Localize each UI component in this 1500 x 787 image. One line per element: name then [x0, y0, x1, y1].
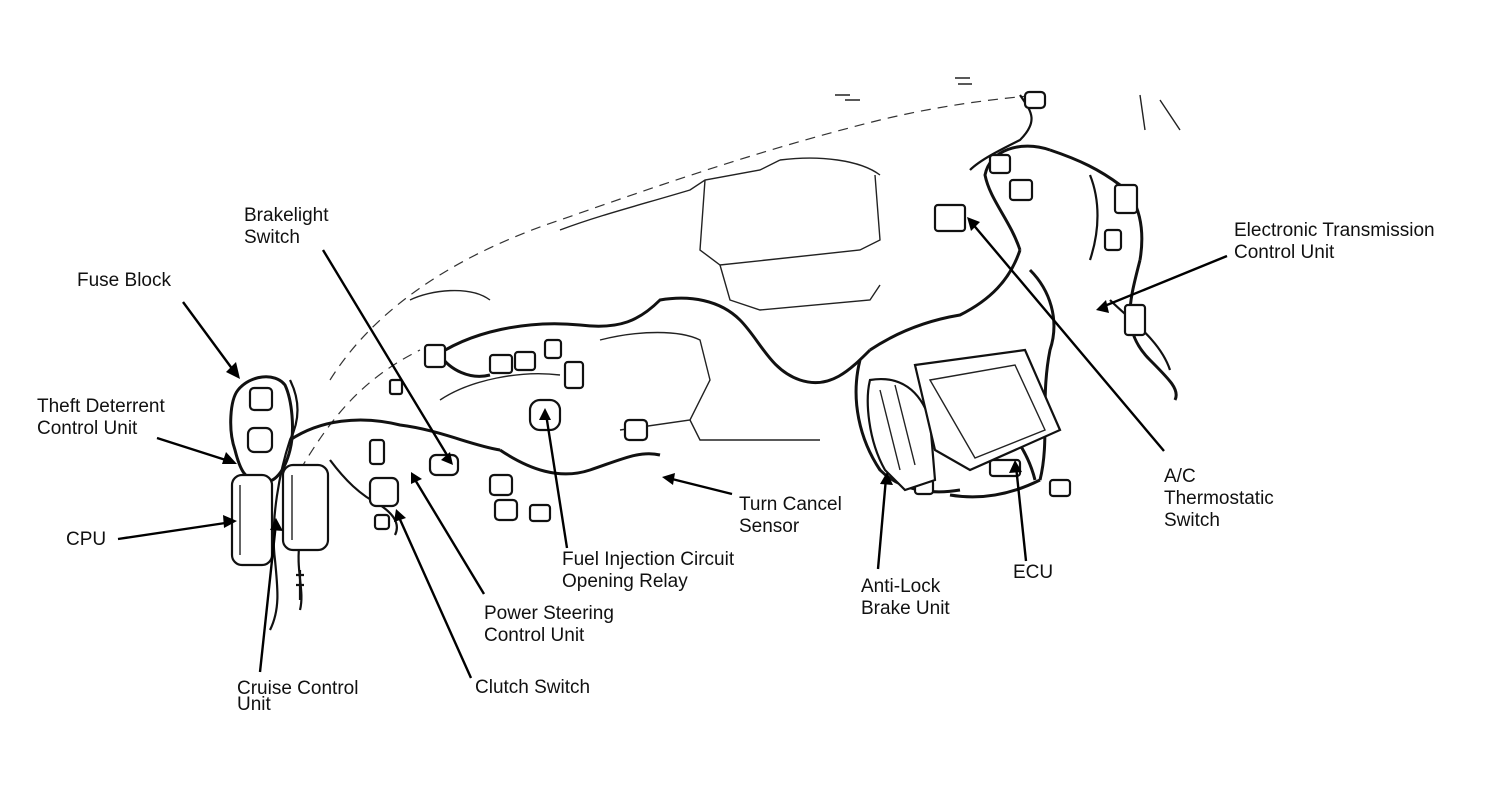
label-brakelight-line2: Switch	[244, 227, 300, 248]
dashboard-outline	[299, 77, 1181, 471]
label-power-steering-line2: Control Unit	[484, 625, 585, 646]
center-modules	[866, 348, 1062, 492]
label-etcu-line2: Control Unit	[1234, 242, 1335, 263]
label-power-steering-line1: Power Steering	[484, 603, 614, 624]
label-ac-thermostatic-line3: Switch	[1164, 510, 1220, 531]
leader-lines	[117, 221, 1228, 679]
label-ecu: ECU	[1013, 562, 1054, 583]
label-brakelight-line1: Brakelight	[244, 205, 329, 226]
label-clutch-switch: Clutch Switch	[475, 677, 591, 698]
label-cpu: CPU	[66, 529, 107, 550]
label-etcu-line1: Electronic Transmission	[1234, 220, 1435, 241]
label-fuel-injection-line2: Opening Relay	[562, 571, 688, 592]
label-theft-deterrent-line2: Control Unit	[37, 418, 138, 439]
label-turn-cancel-line2: Sensor	[739, 516, 800, 537]
connectors	[368, 90, 1147, 523]
label-ac-thermostatic-line1: A/C	[1164, 466, 1196, 487]
label-fuel-injection-line1: Fuel Injection Circuit	[562, 549, 735, 570]
label-cruise-control-line1: Cruise Control	[237, 678, 359, 699]
label-cruise-control-line2: Unit	[237, 694, 271, 715]
arrowheads	[222, 217, 1109, 531]
label-anti-lock-line1: Anti-Lock	[861, 576, 941, 597]
label-ac-thermostatic-line2: Thermostatic	[1164, 488, 1274, 509]
left-module-cluster	[229, 375, 400, 600]
label-fuse-block: Fuse Block	[77, 270, 171, 291]
label-anti-lock-line2: Brake Unit	[861, 598, 950, 619]
label-theft-deterrent-line1: Theft Deterrent	[37, 396, 165, 417]
label-turn-cancel-line1: Turn Cancel	[739, 494, 842, 515]
